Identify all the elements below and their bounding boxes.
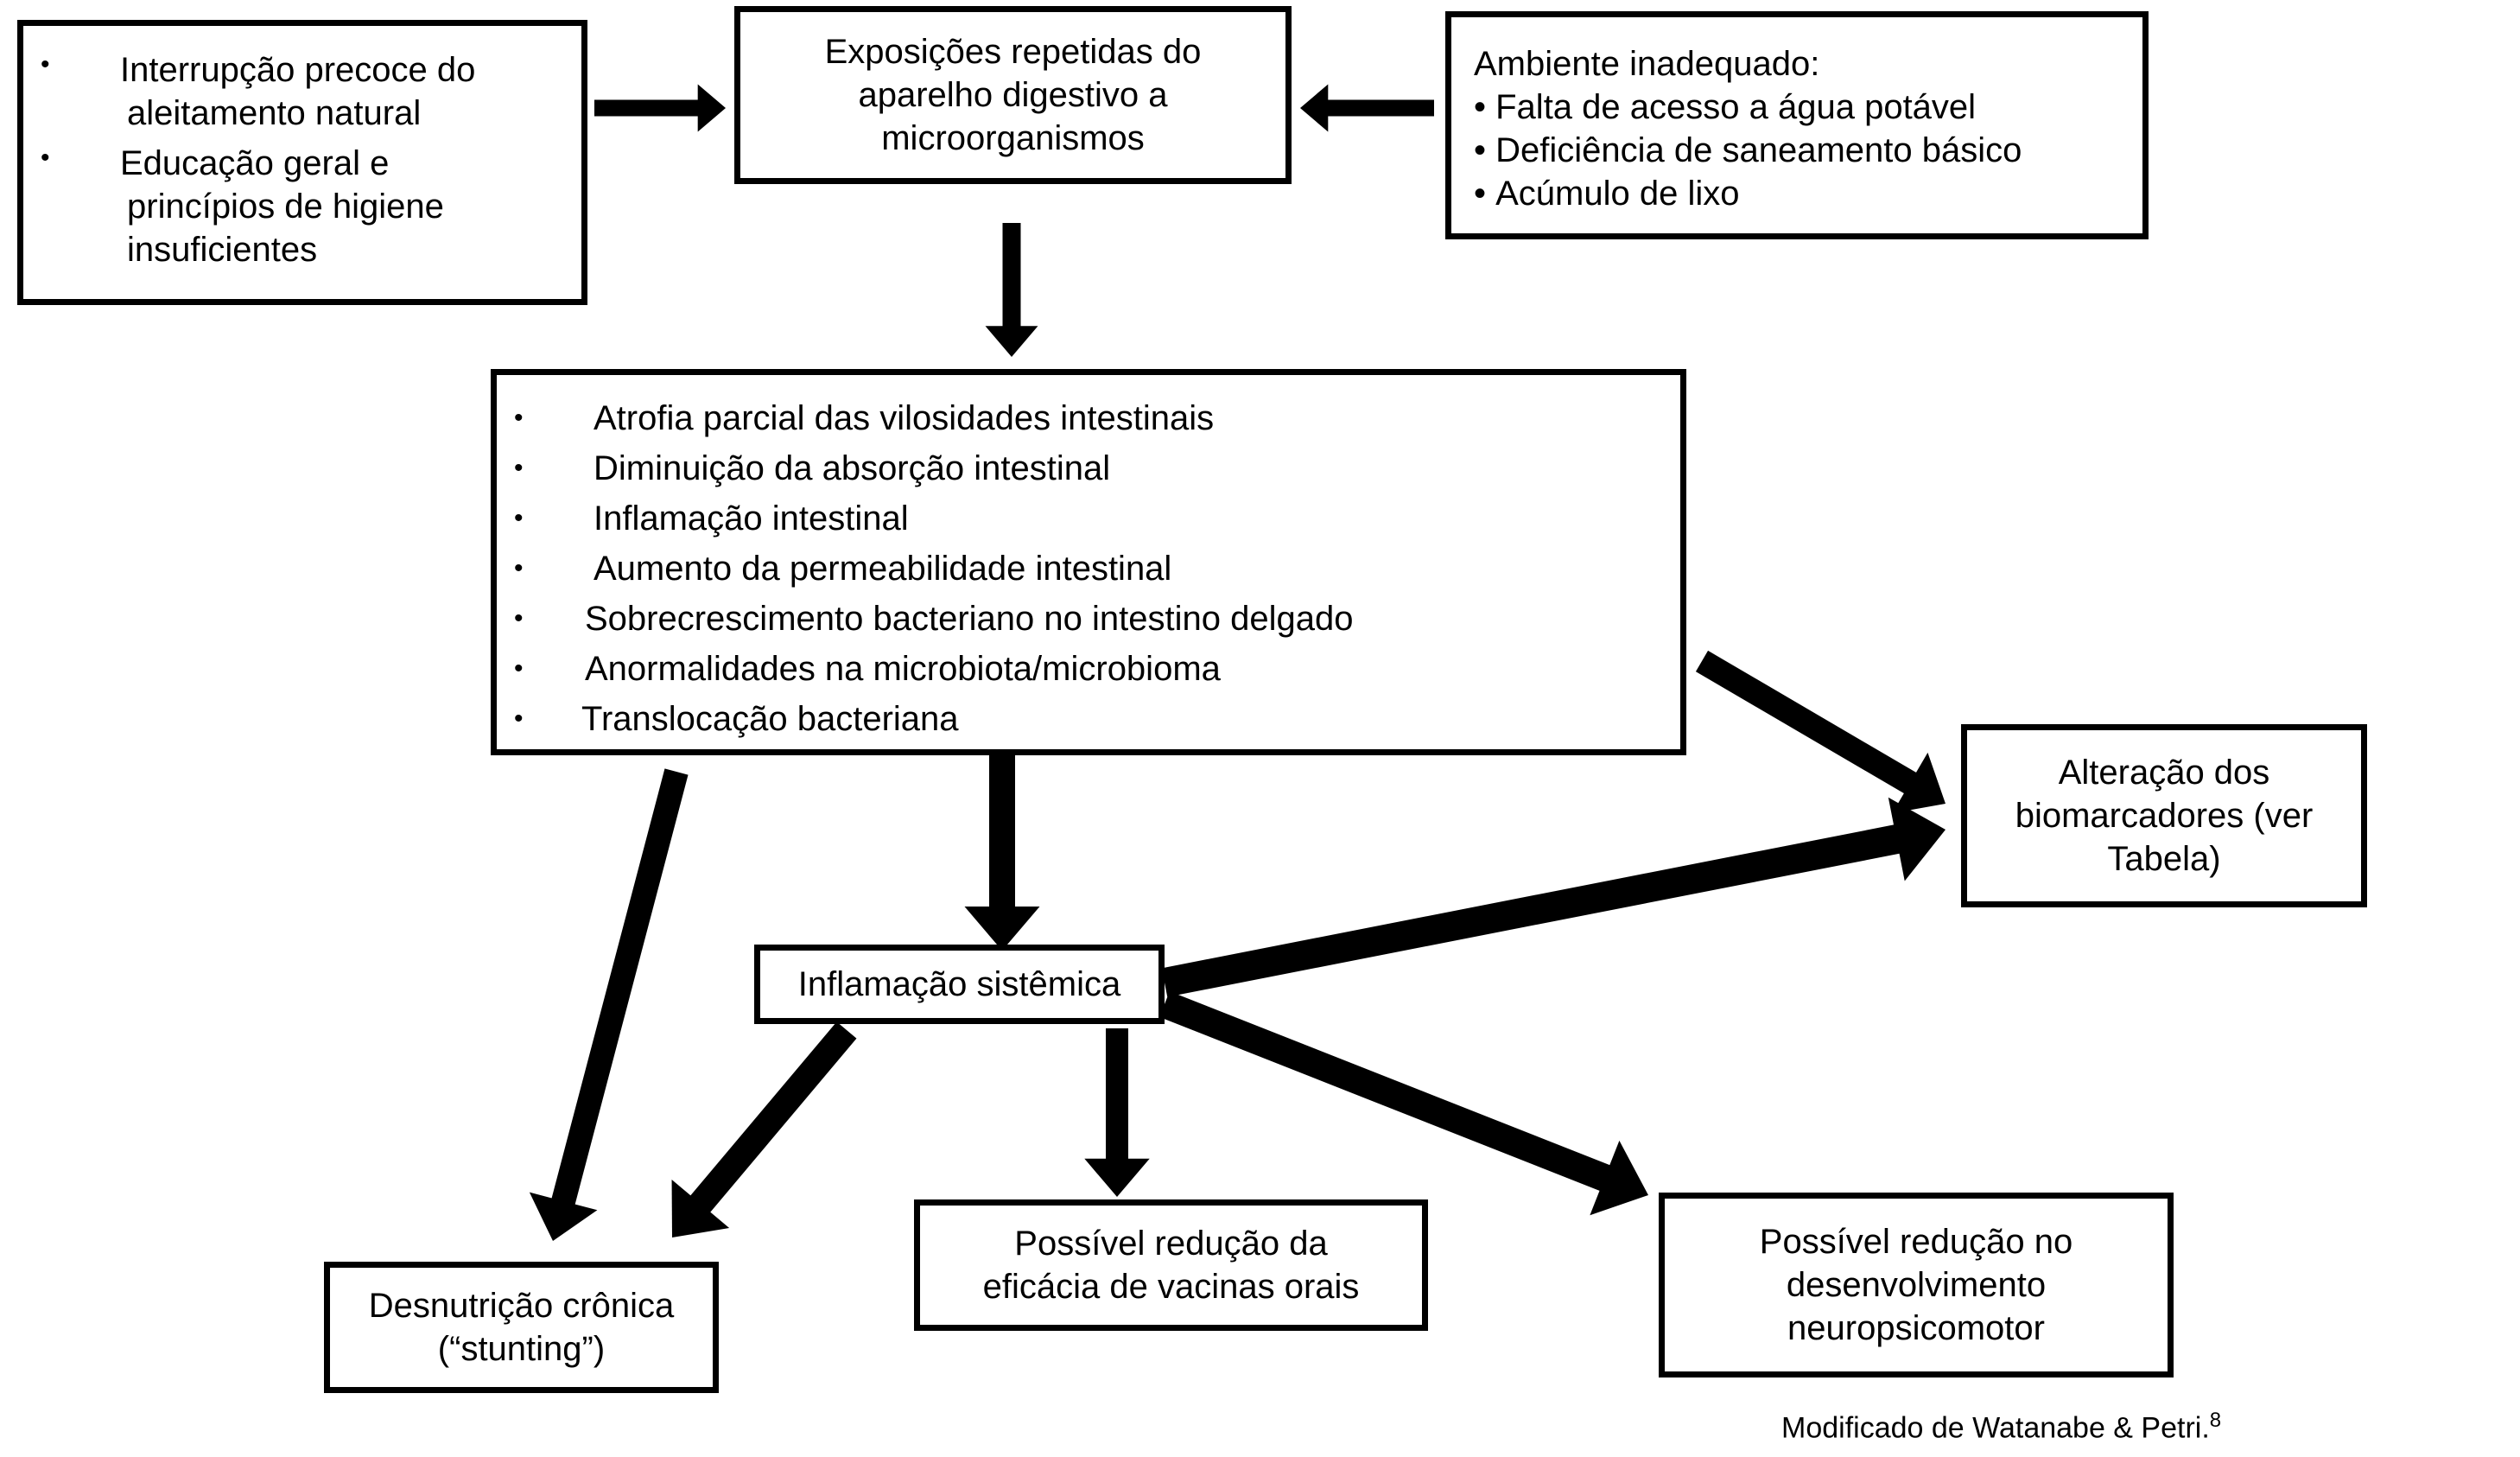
- arrow-intestinal-to-inflammation: [964, 755, 1040, 951]
- cause-line: princípios de higiene: [127, 188, 444, 226]
- cause-line: aleitamento natural: [127, 94, 422, 132]
- exposures-line: microorganismos: [881, 119, 1145, 157]
- exposures-line: aparelho digestivo a: [858, 76, 1168, 114]
- arrow-inflammation-to-neuro-shaft: [1159, 991, 1612, 1192]
- exposures-box: Exposições repetidas do aparelho digesti…: [734, 6, 1292, 184]
- stunting-line: (“stunting”): [437, 1330, 606, 1368]
- environment-item: Acúmulo de lixo: [1474, 172, 2134, 215]
- arrow-inflammation-to-vaccines-head: [1084, 1158, 1150, 1197]
- arrow-intestinal-to-biomarkers-shaft: [1695, 650, 1918, 795]
- neuro-line: desenvolvimento: [1786, 1266, 2047, 1304]
- credit-reference: 8: [2209, 1409, 2222, 1432]
- arrow-exposures-to-intestinal-head: [985, 326, 1038, 357]
- vaccines-line: Possível redução da: [1014, 1225, 1328, 1263]
- effect-item: Sobrecrescimento bacteriano no intestino…: [507, 594, 1672, 644]
- environment-title: Ambiente inadequado:: [1474, 45, 1820, 83]
- neuro-box: Possível redução no desenvolvimento neur…: [1659, 1193, 2174, 1377]
- cause-item: Interrupção precoce do aleitamento natur…: [34, 48, 573, 135]
- cause-line: insuficientes: [127, 231, 318, 269]
- vaccines-line: eficácia de vacinas orais: [982, 1268, 1360, 1306]
- causes-box: Interrupção precoce do aleitamento natur…: [17, 20, 587, 305]
- systemic-inflammation-box: Inflamação sistêmica: [754, 945, 1165, 1024]
- arrow-inflammation-to-stunting-shaft: [689, 1021, 857, 1214]
- effect-item: Atrofia parcial das vilosidades intestin…: [507, 393, 1672, 443]
- biomarkers-line: biomarcadores (ver: [2015, 797, 2314, 835]
- arrow-exposures-to-intestinal: [985, 223, 1038, 357]
- neuro-line: neuropsicomotor: [1787, 1309, 2045, 1347]
- systemic-inflammation-label: Inflamação sistêmica: [797, 965, 1121, 1003]
- arrow-intestinal-to-stunting-head: [529, 1192, 598, 1241]
- effect-item: Translocação bacteriana: [507, 694, 1672, 744]
- arrow-inflammation-to-vaccines: [1084, 1028, 1150, 1197]
- intestinal-effects-list: Atrofia parcial das vilosidades intestin…: [507, 393, 1672, 744]
- arrow-intestinal-to-inflammation-head: [964, 907, 1040, 951]
- stunting-line: Desnutrição crônica: [368, 1287, 675, 1325]
- arrow-environment-to-exposures: [1300, 84, 1434, 132]
- arrow-inflammation-to-stunting-head: [671, 1179, 730, 1237]
- arrow-inflammation-to-neuro-head: [1590, 1140, 1648, 1216]
- arrow-intestinal-to-stunting: [529, 768, 689, 1241]
- effect-item: Diminuição da absorção intestinal: [507, 443, 1672, 493]
- vaccines-box: Possível redução da eficácia de vacinas …: [914, 1199, 1428, 1331]
- arrow-inflammation-to-biomarkers-shaft: [1161, 824, 1901, 997]
- arrow-causes-to-exposures: [594, 84, 726, 132]
- cause-line: Educação geral e: [120, 144, 390, 182]
- biomarkers-box: Alteração dos biomarcadores (ver Tabela): [1961, 724, 2367, 907]
- arrow-inflammation-to-neuro: [1159, 991, 1648, 1216]
- source-credit: Modificado de Watanabe & Petri.8: [1781, 1409, 2221, 1445]
- cause-item: Educação geral e princípios de higiene i…: [34, 142, 573, 271]
- cause-line: Interrupção precoce do: [120, 51, 476, 89]
- arrow-causes-to-exposures-head: [697, 84, 726, 132]
- arrow-inflammation-to-stunting: [671, 1021, 857, 1237]
- arrow-inflammation-to-biomarkers-head: [1888, 797, 1946, 881]
- environment-box: Ambiente inadequado: Falta de acesso a á…: [1445, 11, 2149, 239]
- credit-text: Modificado de Watanabe & Petri.: [1781, 1411, 2210, 1445]
- intestinal-effects-box: Atrofia parcial das vilosidades intestin…: [491, 369, 1686, 755]
- effect-item: Aumento da permeabilidade intestinal: [507, 544, 1672, 594]
- biomarkers-line: Tabela): [2107, 840, 2221, 878]
- arrow-environment-to-exposures-head: [1300, 84, 1329, 132]
- neuro-line: Possível redução no: [1759, 1223, 2073, 1261]
- effect-item: Anormalidades na microbiota/microbioma: [507, 644, 1672, 694]
- causes-list: Interrupção precoce do aleitamento natur…: [34, 48, 573, 271]
- stunting-box: Desnutrição crônica (“stunting”): [324, 1262, 719, 1393]
- environment-item: Deficiência de saneamento básico: [1474, 129, 2134, 172]
- environment-item: Falta de acesso a água potável: [1474, 86, 2134, 129]
- arrow-intestinal-to-stunting-shaft: [551, 768, 689, 1206]
- arrow-intestinal-to-biomarkers: [1695, 650, 1946, 814]
- arrow-inflammation-to-biomarkers: [1161, 797, 1946, 997]
- arrow-intestinal-to-biomarkers-head: [1892, 752, 1946, 814]
- exposures-line: Exposições repetidas do: [824, 33, 1202, 71]
- biomarkers-line: Alteração dos: [2058, 754, 2270, 792]
- effect-item: Inflamação intestinal: [507, 493, 1672, 544]
- environment-list: Falta de acesso a água potável Deficiênc…: [1474, 86, 2134, 215]
